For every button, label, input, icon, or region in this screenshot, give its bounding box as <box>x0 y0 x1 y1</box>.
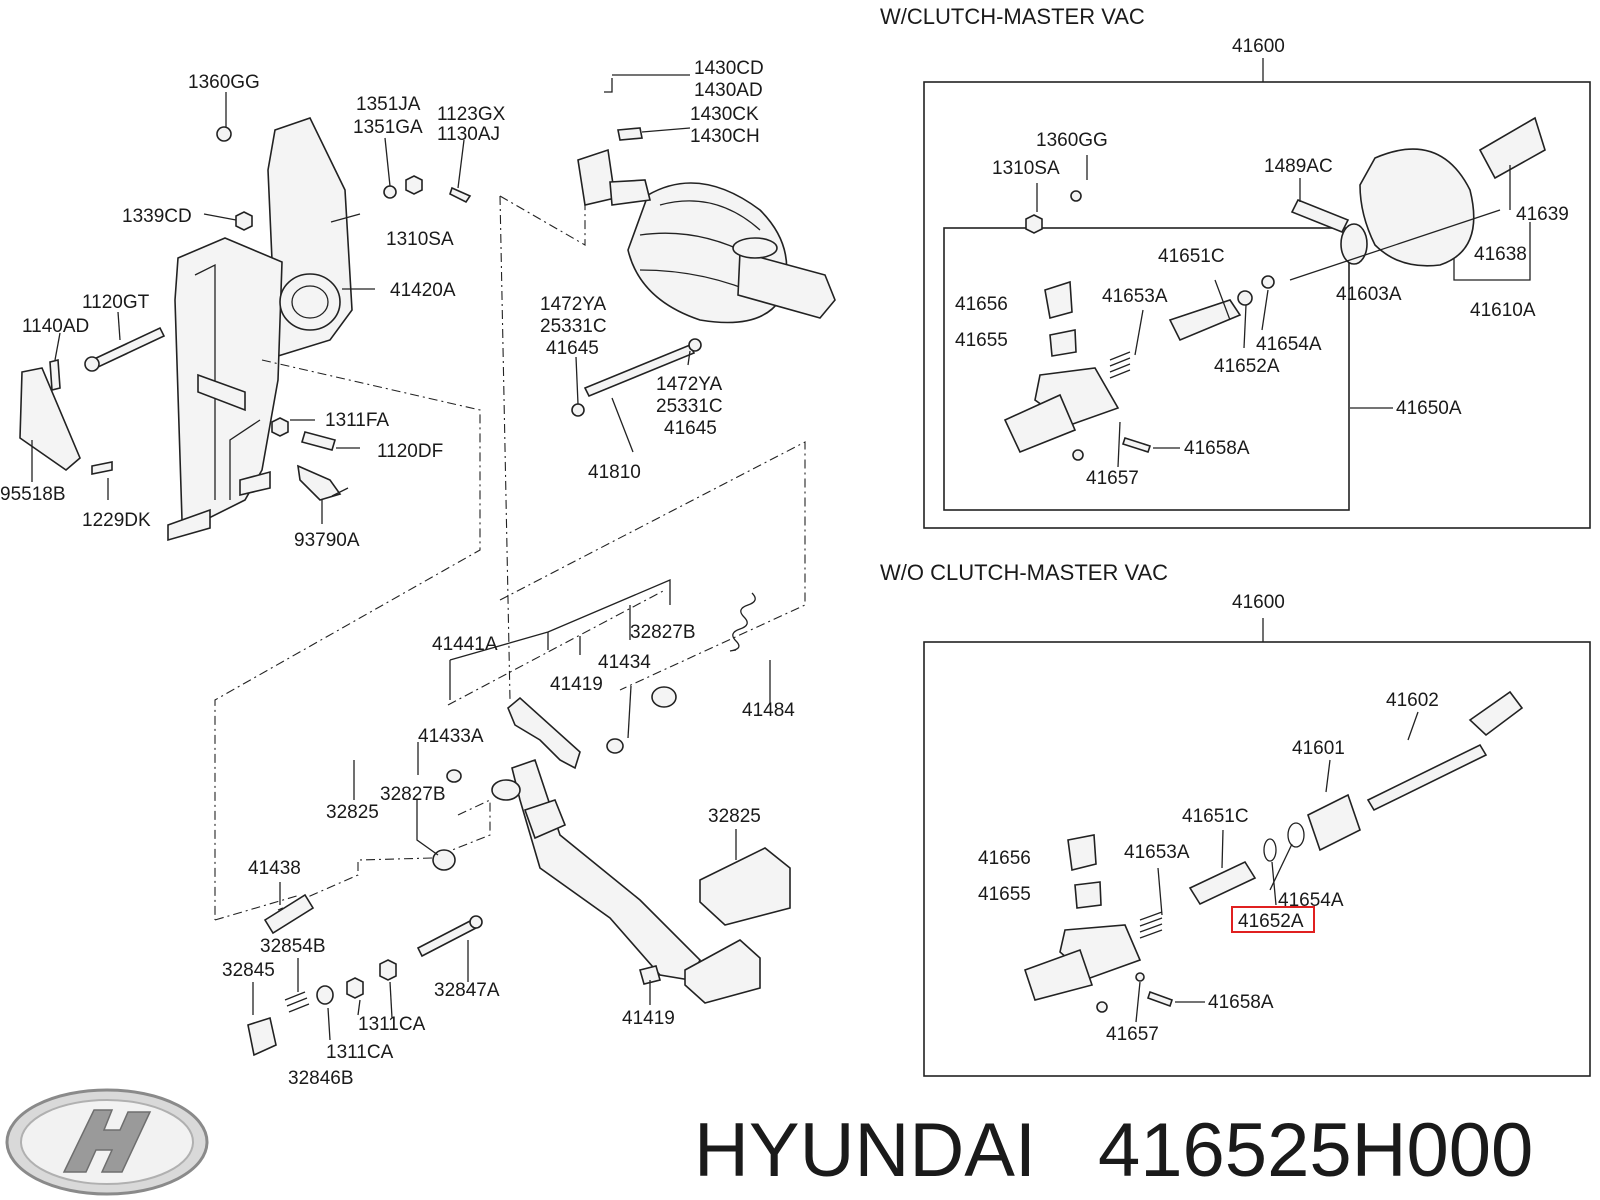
label-1351GA: 1351GA <box>353 117 423 138</box>
label-41419: 41419 <box>622 1008 675 1029</box>
dash-connections <box>214 180 806 921</box>
label-41419: 41419 <box>550 674 603 695</box>
label-41651C: 41651C <box>1158 246 1225 267</box>
label-32827B: 32827B <box>380 784 446 805</box>
label-1360GG: 1360GG <box>188 72 260 93</box>
label-41600: 41600 <box>1232 36 1285 57</box>
label-41658A: 41658A <box>1208 992 1274 1013</box>
label-32825: 32825 <box>326 802 379 823</box>
label-1311FA: 1311FA <box>325 410 389 431</box>
label-41434: 41434 <box>598 652 651 673</box>
leader-lines-bottom-box <box>1135 711 1419 1023</box>
label-1310SA: 1310SA <box>992 158 1060 179</box>
label-41655: 41655 <box>978 884 1031 905</box>
label-41657: 41657 <box>1106 1024 1159 1045</box>
label-41654A: 41654A <box>1278 890 1344 911</box>
label-41441A: 41441A <box>432 634 498 655</box>
label-41653A: 41653A <box>1124 842 1190 863</box>
label-1311CA: 1311CA <box>358 1014 426 1035</box>
label-41420A: 41420A <box>390 280 456 301</box>
label-41655: 41655 <box>955 330 1008 351</box>
label-25331C: 25331C <box>540 316 607 337</box>
label-41656: 41656 <box>955 294 1008 315</box>
label-32827B: 32827B <box>630 622 696 643</box>
label-41638: 41638 <box>1474 244 1527 265</box>
label-25331C: 25331C <box>656 396 723 417</box>
highlight-box-41652A <box>1231 906 1315 933</box>
leader-lines-left <box>31 92 465 524</box>
section-title-without-vac: W/O CLUTCH-MASTER VAC <box>880 560 1168 585</box>
label-41652A: 41652A <box>1214 356 1280 377</box>
label-41653A: 41653A <box>1102 286 1168 307</box>
label-41639: 41639 <box>1516 204 1569 225</box>
label-41650A: 41650A <box>1396 398 1462 419</box>
label-41602: 41602 <box>1386 690 1439 711</box>
label-41656: 41656 <box>978 848 1031 869</box>
labels-pedal: 41441A 32827B 41419 41434 41484 41433A 3… <box>222 622 795 1089</box>
label-1140AD: 1140AD <box>22 316 89 337</box>
label-95518B: 95518B <box>0 484 66 505</box>
label-41652A-highlighted: 41652A <box>1238 911 1304 932</box>
label-1430CD: 1430CD <box>694 58 764 79</box>
labels-center: 1430CD 1430AD 1430CK 1430CH 1472YA 25331… <box>540 58 764 483</box>
label-41810: 41810 <box>588 462 641 483</box>
label-1229DK: 1229DK <box>82 510 151 531</box>
label-32854B: 32854B <box>260 936 326 957</box>
label-41438: 41438 <box>248 858 301 879</box>
label-1351JA: 1351JA <box>356 94 421 115</box>
label-41484: 41484 <box>742 700 795 721</box>
labels-without-vac: W/O CLUTCH-MASTER VAC 41600 41602 41601 … <box>880 560 1439 1045</box>
hyundai-logo-icon <box>5 1088 209 1196</box>
label-41658A: 41658A <box>1184 438 1250 459</box>
label-93790A: 93790A <box>294 530 360 551</box>
labels-with-vac: W/CLUTCH-MASTER VAC 41600 1360GG 1310SA … <box>880 4 1569 489</box>
label-1130AJ: 1130AJ <box>437 124 500 145</box>
label-1311CA: 1311CA <box>326 1042 394 1063</box>
label-1430CH: 1430CH <box>690 126 760 147</box>
part-number: 416525H000 <box>1098 1108 1533 1193</box>
label-41645: 41645 <box>664 418 717 439</box>
leader-lines-center <box>575 74 691 453</box>
clutch-pedal-assembly <box>247 592 791 1057</box>
pedal-bracket-assembly <box>19 117 472 542</box>
label-1360GG: 1360GG <box>1036 130 1108 151</box>
label-32847A: 32847A <box>434 980 500 1001</box>
label-1430CK: 1430CK <box>690 104 759 125</box>
label-32845: 32845 <box>222 960 275 981</box>
label-1489AC: 1489AC <box>1264 156 1333 177</box>
label-41654A: 41654A <box>1256 334 1322 355</box>
label-41657: 41657 <box>1086 468 1139 489</box>
label-41600: 41600 <box>1232 592 1285 613</box>
label-41651C: 41651C <box>1182 806 1249 827</box>
label-1339CD: 1339CD <box>122 206 192 227</box>
label-32825: 32825 <box>708 806 761 827</box>
label-1472YA: 1472YA <box>656 374 723 395</box>
label-41610A: 41610A <box>1470 300 1536 321</box>
label-41433A: 41433A <box>418 726 484 747</box>
label-32846B: 32846B <box>288 1068 354 1089</box>
box-without-vac <box>923 618 1591 1077</box>
labels-left: 1360GG 1351JA 1351GA 1123GX 1130AJ 1339C… <box>0 72 506 551</box>
label-41603A: 41603A <box>1336 284 1402 305</box>
leader-lines-pedal <box>252 579 771 1041</box>
label-1120GT: 1120GT <box>82 292 150 313</box>
label-1430AD: 1430AD <box>694 80 763 101</box>
label-1123GX: 1123GX <box>437 104 506 125</box>
label-1472YA: 1472YA <box>540 294 607 315</box>
leader-lines-top-box <box>1036 155 1531 468</box>
label-1120DF: 1120DF <box>377 441 443 462</box>
brand-name: HYUNDAI <box>694 1108 1036 1193</box>
box-with-vac <box>923 58 1591 529</box>
label-1310SA: 1310SA <box>386 229 454 250</box>
label-41601: 41601 <box>1292 738 1345 759</box>
section-title-with-vac: W/CLUTCH-MASTER VAC <box>880 4 1145 29</box>
label-41645: 41645 <box>546 338 599 359</box>
brake-booster <box>571 78 836 417</box>
